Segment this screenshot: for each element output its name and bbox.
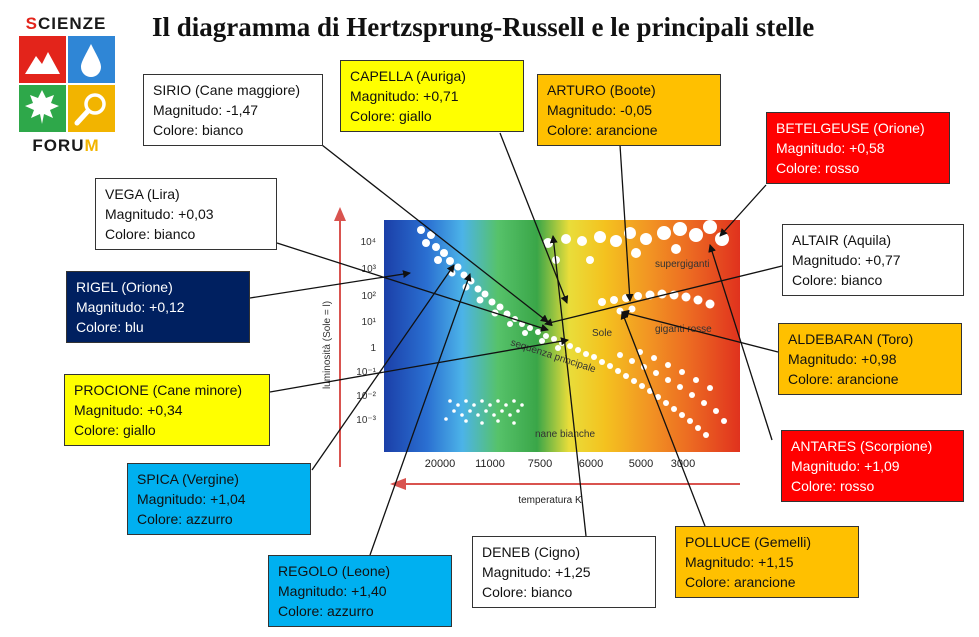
star-label-sirio: SIRIO (Cane maggiore) Magnitudo: -1,47 C…	[143, 74, 323, 146]
white-dwarfs-label: nane bianche	[535, 429, 595, 440]
logo-top-text: SCIENZE	[14, 14, 118, 34]
x-tick: 7500	[528, 458, 552, 470]
star-label-procione: PROCIONE (Cane minore) Magnitudo: +0,34 …	[64, 374, 270, 446]
star-name: SIRIO (Cane maggiore)	[153, 82, 301, 98]
magnifier-handle	[74, 108, 91, 126]
star-label-antares: ANTARES (Scorpione) Magnitudo: +1,09 Col…	[781, 430, 964, 502]
water-drop-icon	[81, 44, 101, 77]
star-color: Colore: arancione	[788, 371, 899, 387]
logo-top-rest: CIENZE	[38, 14, 107, 33]
star-name: REGOLO (Leone)	[278, 563, 391, 579]
mountain-tile	[19, 36, 66, 83]
logo-bottom-letter-m: M	[84, 136, 100, 155]
y-ticks: 10⁴ 10³ 10² 10¹ 1 10⁻¹ 10⁻² 10⁻³	[356, 237, 376, 426]
x-tick: 5000	[629, 458, 653, 470]
star-color: Colore: blu	[76, 319, 144, 335]
x-tick: 11000	[475, 458, 505, 470]
star-name: VEGA (Lira)	[105, 186, 180, 202]
star-magnitude: Magnitudo: -0,05	[547, 102, 653, 118]
y-axis-label: luminosità (Sole = l)	[322, 301, 333, 389]
star-label-regolo: REGOLO (Leone) Magnitudo: +1,40 Colore: …	[268, 555, 452, 627]
magnifier-icon	[84, 93, 106, 115]
y-tick: 10¹	[362, 317, 377, 328]
star-magnitude: Magnitudo: +0,98	[788, 351, 897, 367]
star-magnitude: Magnitudo: +0,34	[74, 402, 183, 418]
star-name: ALTAIR (Aquila)	[792, 232, 892, 248]
y-axis-arrowhead	[334, 207, 346, 221]
star-color: Colore: bianco	[792, 272, 883, 288]
star-name: RIGEL (Orione)	[76, 279, 173, 295]
star-name: CAPELLA (Auriga)	[350, 68, 466, 84]
y-tick: 10²	[362, 291, 377, 302]
maple-leaf-icon	[25, 90, 59, 124]
star-label-arturo: ARTURO (Boote) Magnitudo: -0,05 Colore: …	[537, 74, 721, 146]
page-title: Il diagramma di Hertzsprung-Russell e le…	[152, 12, 815, 42]
x-ticks: 20000 11000 7500 6000 5000 3000	[425, 458, 696, 470]
scienze-forum-logo: SCIENZE FORUM	[14, 14, 118, 156]
star-magnitude: Magnitudo: +0,12	[76, 299, 185, 315]
star-label-deneb: DENEB (Cigno) Magnitudo: +1,25 Colore: b…	[472, 536, 656, 608]
star-color: Colore: rosso	[791, 478, 875, 494]
star-name: PROCIONE (Cane minore)	[74, 382, 243, 398]
x-axis-arrowhead	[390, 478, 406, 490]
star-name: ALDEBARAN (Toro)	[788, 331, 914, 347]
star-magnitude: Magnitudo: +0,58	[776, 140, 885, 156]
star-magnitude: Magnitudo: +0,77	[792, 252, 901, 268]
x-axis-label: temperatura K	[518, 495, 582, 506]
star-name: ANTARES (Scorpione)	[791, 438, 933, 454]
star-color: Colore: giallo	[74, 422, 156, 438]
star-magnitude: Magnitudo: +0,71	[350, 88, 459, 104]
star-color: Colore: bianco	[105, 226, 196, 242]
star-name: BETELGEUSE (Orione)	[776, 120, 925, 136]
star-magnitude: Magnitudo: +1,15	[685, 554, 794, 570]
star-color: Colore: bianco	[482, 584, 573, 600]
star-label-betelgeuse: BETELGEUSE (Orione) Magnitudo: +0,58 Col…	[766, 112, 950, 184]
star-color: Colore: bianco	[153, 122, 244, 138]
logo-top-letter-s: S	[25, 14, 38, 33]
star-label-altair: ALTAIR (Aquila) Magnitudo: +0,77 Colore:…	[782, 224, 964, 296]
star-label-capella: CAPELLA (Auriga) Magnitudo: +0,71 Colore…	[340, 60, 524, 132]
x-tick: 6000	[579, 458, 603, 470]
star-magnitude: Magnitudo: +0,03	[105, 206, 214, 222]
y-tick: 1	[370, 343, 376, 354]
star-label-polluce: POLLUCE (Gemelli) Magnitudo: +1,15 Color…	[675, 526, 859, 598]
star-color: Colore: azzurro	[278, 603, 374, 619]
y-tick: 10⁴	[361, 237, 376, 248]
giants-label: giganti rosse	[655, 324, 712, 335]
star-name: POLLUCE (Gemelli)	[685, 534, 812, 550]
star-color: Colore: arancione	[685, 574, 796, 590]
star-label-rigel: RIGEL (Orione) Magnitudo: +0,12 Colore: …	[66, 271, 250, 343]
star-color: Colore: arancione	[547, 122, 658, 138]
y-tick: 10⁻¹	[356, 367, 376, 378]
star-label-aldebaran: ALDEBARAN (Toro) Magnitudo: +0,98 Colore…	[778, 323, 962, 395]
star-magnitude: Magnitudo: +1,40	[278, 583, 387, 599]
sun-label: Sole	[592, 328, 612, 339]
hr-diagram: luminosità (Sole = l) 10⁴ 10³ 10² 10¹ 1 …	[322, 207, 740, 506]
star-name: ARTURO (Boote)	[547, 82, 656, 98]
mountain-icon	[25, 52, 60, 74]
star-color: Colore: azzurro	[137, 511, 233, 527]
x-tick: 20000	[425, 458, 456, 470]
supergiant-label: supergiganti	[655, 259, 709, 270]
star-color: Colore: rosso	[776, 160, 860, 176]
star-label-vega: VEGA (Lira) Magnitudo: +0,03 Colore: bia…	[95, 178, 277, 250]
y-tick: 10⁻³	[356, 415, 376, 426]
star-label-spica: SPICA (Vergine) Magnitudo: +1,04 Colore:…	[127, 463, 311, 535]
logo-bottom-text: FORUM	[14, 136, 118, 156]
star-color: Colore: giallo	[350, 108, 432, 124]
star-name: SPICA (Vergine)	[137, 471, 239, 487]
star-magnitude: Magnitudo: +1,04	[137, 491, 246, 507]
spectrum-background	[384, 220, 740, 452]
y-tick: 10⁻²	[356, 391, 376, 402]
star-magnitude: Magnitudo: +1,09	[791, 458, 900, 474]
x-tick: 3000	[671, 458, 695, 470]
star-magnitude: Magnitudo: +1,25	[482, 564, 591, 580]
star-name: DENEB (Cigno)	[482, 544, 581, 560]
star-magnitude: Magnitudo: -1,47	[153, 102, 259, 118]
logo-quadrants	[19, 36, 115, 132]
y-tick: 10³	[362, 264, 377, 275]
logo-bottom-rest: FORU	[32, 136, 85, 155]
magnifier-tile	[68, 85, 115, 132]
